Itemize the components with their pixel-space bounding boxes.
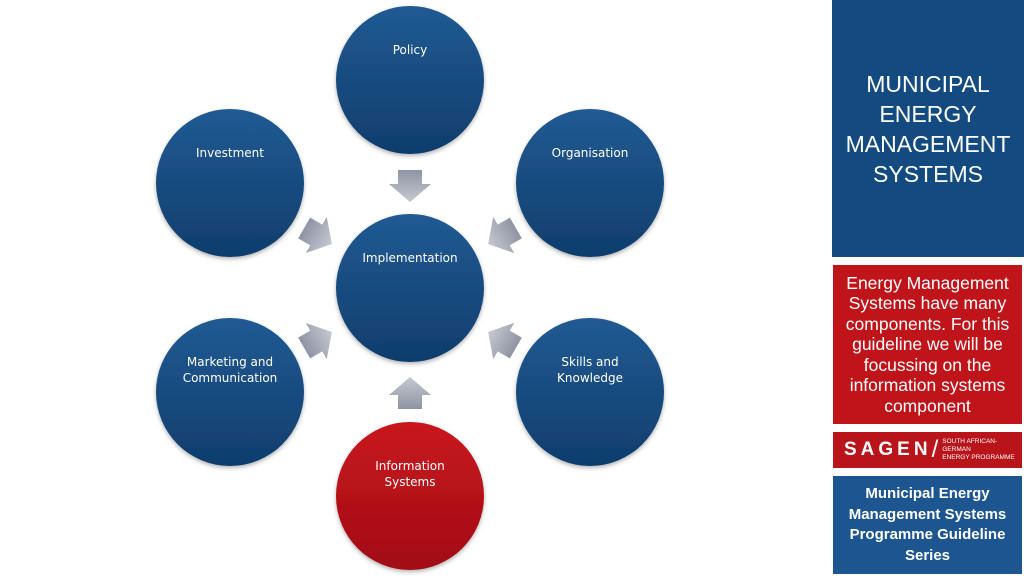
node-circle [336, 6, 484, 154]
arrow-icon [488, 322, 522, 360]
arrow-icon [389, 170, 431, 202]
slide-title: MUNICIPAL ENERGY MANAGEMENT SYSTEMS [845, 70, 1011, 187]
node-label: Organisation [552, 146, 629, 160]
node-center: Implementation [336, 214, 484, 362]
node-label: Marketing and [187, 355, 273, 369]
description-text: Energy Management Systems have many comp… [845, 272, 1010, 416]
series-text: Municipal Energy Management Systems Prog… [848, 485, 1007, 564]
series-panel: Municipal Energy Management Systems Prog… [833, 476, 1022, 574]
description-panel: Energy Management Systems have many comp… [833, 265, 1022, 424]
node-circle [516, 318, 664, 466]
node-circle [516, 109, 664, 257]
sagen-logo: SAGEN / SOUTH AFRICAN-GERMAN ENERGY PROG… [833, 432, 1022, 468]
arrow-icon [298, 322, 332, 360]
logo-subtitle-line1: SOUTH AFRICAN-GERMAN [942, 438, 998, 453]
node-circle [336, 214, 484, 362]
logo-subtitle-line2: ENERGY PROGRAMME [942, 454, 1015, 461]
title-panel: MUNICIPAL ENERGY MANAGEMENT SYSTEMS [832, 0, 1024, 257]
arrow-icon [488, 216, 522, 254]
logo-subtitle: SOUTH AFRICAN-GERMAN ENERGY PROGRAMME [942, 438, 1022, 462]
logo-word: SAGEN [844, 439, 932, 460]
node-circle [336, 422, 484, 570]
node-organisation: Organisation [516, 109, 664, 257]
node-label: Investment [196, 146, 264, 160]
node-label: Knowledge [557, 371, 623, 385]
arrow-icon [298, 216, 332, 254]
node-circle [156, 109, 304, 257]
node-label: Policy [393, 43, 428, 57]
node-label: Communication [183, 371, 278, 385]
node-circle [156, 318, 304, 466]
node-policy: Policy [336, 6, 484, 154]
node-label: Skills and [561, 355, 618, 369]
node-label: Information [375, 459, 444, 473]
node-label: Systems [385, 475, 436, 489]
node-investment: Investment [156, 109, 304, 257]
logo-slash: / [931, 436, 939, 463]
arrow-icon [389, 377, 431, 409]
node-label: Implementation [362, 251, 457, 265]
